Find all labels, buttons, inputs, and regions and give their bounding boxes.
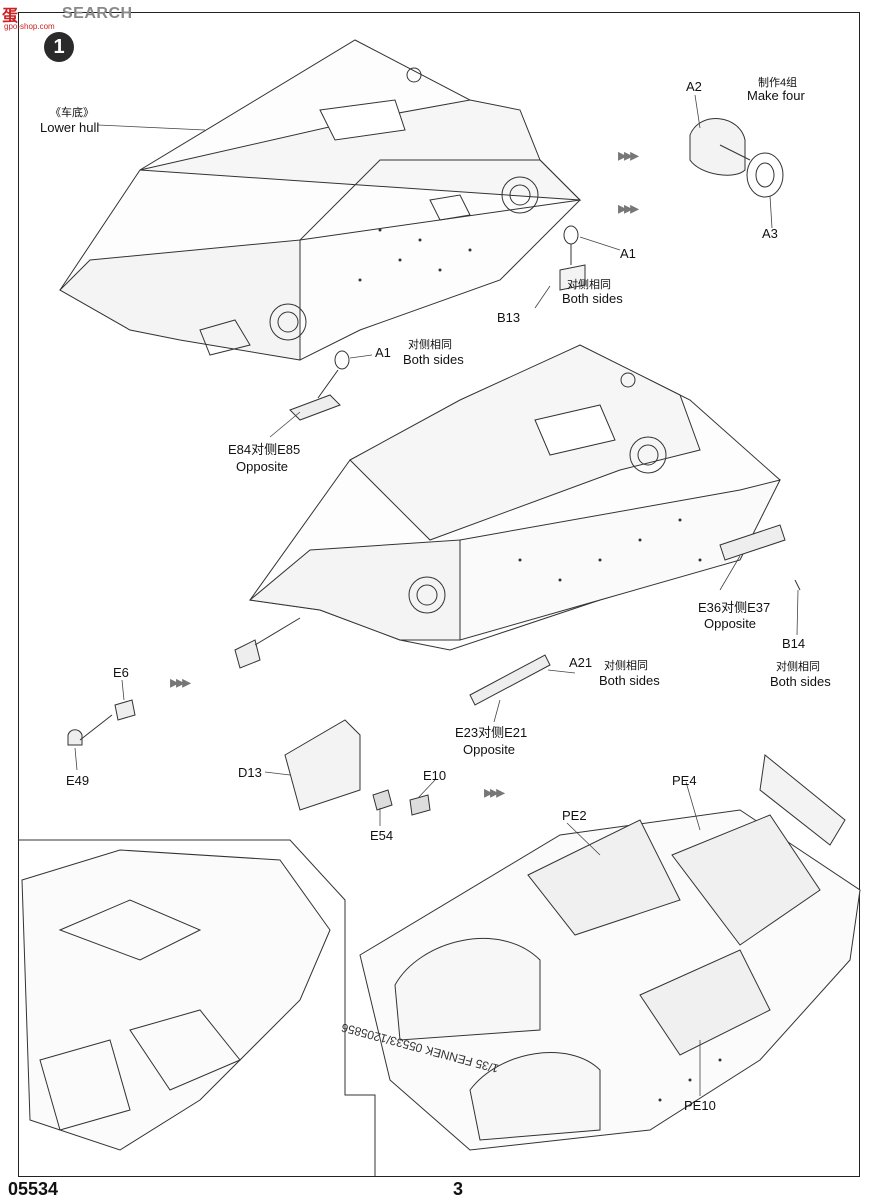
label-a1-top: A1 [620,246,636,261]
label-pe4: PE4 [672,773,697,788]
label-a21: A21 [569,655,593,670]
page-frame [18,12,860,1177]
label-b13: B13 [497,310,521,325]
label-both-sides-3: Both sides [770,674,831,689]
label-e23-e21: E23对侧E21 [455,725,528,740]
label-make-four-cn: 制作4组 [758,77,798,89]
page-number: 3 [453,1179,464,1199]
rivet-dots [358,228,722,1102]
watermark-brand: SEARCH [62,5,133,22]
label-a2: A2 [686,79,702,94]
a2-a3-parts [289,118,784,421]
label-both-sides-4: Both sides [599,673,660,688]
label-a3: A3 [762,226,778,241]
label-e36-e37: E36对侧E37 [698,600,771,615]
label-lower-hull: Lower hull [40,120,100,135]
label-e10: E10 [423,768,447,783]
label-both-sides-cn-4: 对侧相同 [604,660,648,672]
label-both-sides-cn-1: 对侧相同 [567,279,611,291]
lower-hull-middle-drawing [234,344,801,706]
label-make-four: Make four [747,88,805,103]
label-opposite-3: Opposite [463,742,516,757]
watermark-logo: 蛋 [2,8,20,25]
label-e54: E54 [370,828,394,843]
flow-arrow-icon: ▸▸▸ [484,782,505,802]
catalog-code: 05534 [8,1179,59,1199]
label-e49: E49 [66,773,90,788]
flow-arrow-icon: ▸▸▸ [618,198,639,218]
label-both-sides-cn-3: 对侧相同 [776,661,820,673]
label-both-sides-1: Both sides [562,291,623,306]
leader-lines [74,94,799,1096]
label-opposite-1: Opposite [236,459,289,474]
label-both-sides-cn-2: 对侧相同 [408,339,452,351]
label-a1-mid: A1 [375,345,391,360]
label-pe2: PE2 [562,808,587,823]
label-pe10: PE10 [684,1098,716,1113]
inset-detail-box [18,839,376,1176]
label-lower-hull-cn: 《车底》 [50,107,94,119]
label-opposite-2: Opposite [704,616,757,631]
flow-arrow-icon: ▸▸▸ [170,672,191,692]
label-e6: E6 [113,665,129,680]
label-d13: D13 [238,765,262,780]
step-number-badge: 1 [44,32,74,62]
lower-hull-top-drawing [59,39,582,361]
flow-arrow-icon: ▸▸▸ [618,145,639,165]
hull-interior-bottom-drawing [359,754,861,1151]
label-b14: B14 [782,636,806,651]
watermark-url: gpo-shop.com [4,22,55,31]
label-both-sides-2: Both sides [403,352,464,367]
label-e84-e85: E84对侧E85 [228,442,301,457]
lower-small-parts [67,699,431,816]
